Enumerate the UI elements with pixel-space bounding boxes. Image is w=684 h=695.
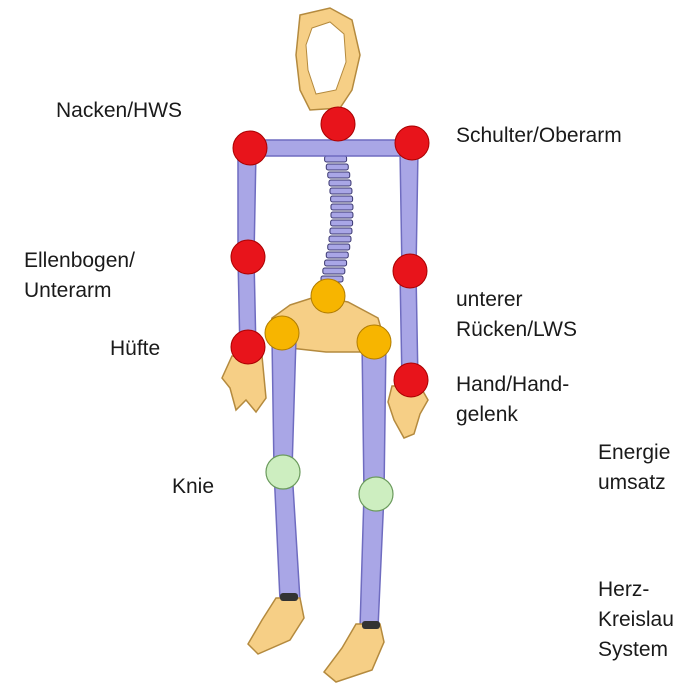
label-cardio: Herz- Kreislau System [598,575,674,665]
label-elbow-line1: Ellenbogen/ [24,246,135,276]
vertebra [331,212,353,218]
label-knee: Knie [172,472,214,502]
shoulder-bar [245,140,415,156]
left-shoulder-joint [233,131,267,165]
label-lower-back: unterer Rücken/LWS [456,285,577,345]
left-ankle [280,593,298,601]
label-elbow-line2: Unterarm [24,276,135,306]
vertebra [331,220,353,226]
label-hip-text: Hüfte [110,334,160,364]
vertebra [329,180,351,186]
right-wrist-joint [394,363,428,397]
label-neck: Nacken/HWS [56,96,182,126]
label-energy: Energie umsatz [598,438,670,498]
vertebra [325,156,347,162]
left-elbow-joint [231,240,265,274]
vertebra [325,260,347,266]
left-hand [222,356,266,412]
label-elbow: Ellenbogen/ Unterarm [24,246,135,306]
vertebra [329,236,351,242]
label-lower-back-line1: unterer [456,285,577,315]
left-pelvis-joint [265,316,299,350]
right-shoulder-joint [395,126,429,160]
label-neck-text: Nacken/HWS [56,96,182,126]
right-thigh [362,340,386,494]
right-foot [324,624,384,682]
right-knee-joint [359,477,393,511]
label-cardio-line1: Herz- [598,575,674,605]
vertebra [328,244,350,250]
label-knee-text: Knie [172,472,214,502]
label-energy-line1: Energie [598,438,670,468]
vertebra [330,188,352,194]
label-hip: Hüfte [110,334,160,364]
right-shin [360,494,384,628]
head [296,8,360,110]
right-elbow-joint [393,254,427,288]
right-pelvis-joint [357,325,391,359]
label-shoulder-text: Schulter/Oberarm [456,121,622,151]
label-hand-line2: gelenk [456,400,569,430]
label-hand: Hand/Hand- gelenk [456,370,569,430]
vertebra [326,252,348,258]
vertebra [331,196,353,202]
spine [321,140,353,282]
neck-joint [321,107,355,141]
label-shoulder: Schulter/Oberarm [456,121,622,151]
vertebra [331,204,353,210]
vertebra [330,228,352,234]
vertebra [328,172,350,178]
label-cardio-line3: System [598,635,674,665]
lower-back-joint [311,279,345,313]
right-ankle [362,621,380,629]
left-shin [274,470,300,600]
vertebra [323,268,345,274]
label-lower-back-line2: Rücken/LWS [456,315,577,345]
left-hip-joint [231,330,265,364]
vertebra [326,164,348,170]
left-foot [248,598,304,654]
left-knee-joint [266,455,300,489]
label-energy-line2: umsatz [598,468,670,498]
label-cardio-line2: Kreislau [598,605,674,635]
left-thigh [272,338,296,470]
label-hand-line1: Hand/Hand- [456,370,569,400]
